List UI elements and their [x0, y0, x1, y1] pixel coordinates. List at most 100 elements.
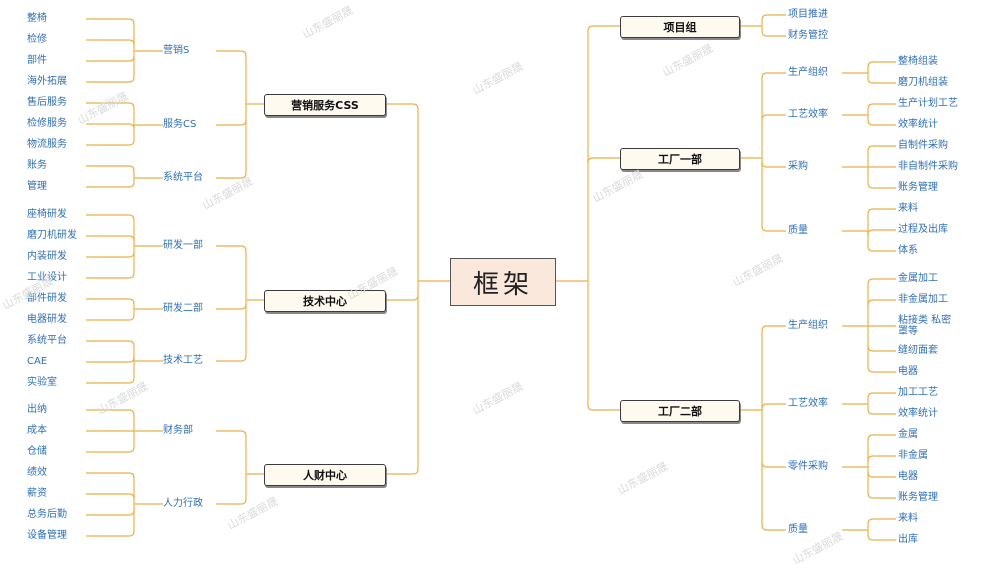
connector — [867, 299, 896, 306]
connector — [867, 518, 896, 525]
leaf[interactable]: 磨刀机研发 — [27, 230, 77, 241]
leaf[interactable]: 电器研发 — [27, 314, 67, 325]
connector — [86, 530, 135, 537]
leaf[interactable]: 物流服务 — [27, 139, 67, 150]
leaf[interactable]: 仓储 — [27, 446, 47, 457]
leaf[interactable]: 加工工艺 — [898, 387, 938, 398]
leaf[interactable]: 效率统计 — [898, 119, 938, 130]
leaf[interactable]: 管理 — [27, 181, 47, 192]
leaf[interactable]: 检修服务 — [27, 118, 67, 129]
leaf[interactable]: 总务后勤 — [27, 509, 67, 520]
node-factory-1[interactable]: 工厂一部 — [620, 148, 740, 170]
connector — [867, 408, 896, 415]
group-tech-process[interactable]: 技术工艺 — [163, 355, 203, 366]
connector — [216, 498, 247, 505]
leaf[interactable]: 售后服务 — [27, 97, 67, 108]
node-marketing-service[interactable]: 营销服务CSS — [264, 94, 386, 116]
leaf[interactable]: 工业设计 — [27, 272, 67, 283]
group-quality[interactable]: 质量 — [788, 225, 808, 236]
leaf[interactable]: 自制件采购 — [898, 140, 948, 151]
connector — [867, 182, 896, 189]
connector — [86, 377, 135, 384]
leaf[interactable]: 金属加工 — [898, 273, 938, 284]
leaf[interactable]: 账务管理 — [898, 492, 938, 503]
group-service-cs[interactable]: 服务CS — [163, 119, 197, 130]
connector — [761, 461, 786, 468]
leaf[interactable]: 金属 — [898, 429, 918, 440]
leaf[interactable]: 账务 — [27, 160, 47, 171]
group-finance[interactable]: 财务部 — [163, 425, 193, 436]
connector — [86, 409, 135, 416]
leaf[interactable]: 效率统计 — [898, 408, 938, 419]
leaf[interactable]: 非自制件采购 — [898, 161, 958, 172]
group-production[interactable]: 生产组织 — [788, 67, 828, 78]
leaf[interactable]: 部件研发 — [27, 293, 67, 304]
group-marketing-s[interactable]: 营销S — [163, 45, 190, 56]
connector — [867, 103, 896, 110]
leaf[interactable]: 电器 — [898, 471, 918, 482]
group-process-efficiency[interactable]: 工艺效率 — [788, 398, 828, 409]
leaf[interactable]: 非金属 — [898, 450, 928, 461]
leaf[interactable]: 过程及出库 — [898, 224, 948, 235]
node-factory-2[interactable]: 工厂二部 — [620, 400, 740, 422]
leaf[interactable]: 生产计划工艺 — [898, 98, 958, 109]
connector — [86, 493, 135, 500]
leaf[interactable]: 海外拓展 — [27, 76, 67, 87]
connector — [867, 77, 896, 84]
leaf[interactable]: 缝纫面套 — [898, 345, 938, 356]
group-rd-2[interactable]: 研发二部 — [163, 303, 203, 314]
leaf[interactable]: 来料 — [898, 203, 918, 214]
leaf[interactable]: 来料 — [898, 513, 918, 524]
root-node[interactable]: 框架 — [450, 258, 556, 306]
leaf[interactable]: 电器 — [898, 366, 918, 377]
leaf[interactable]: 整椅 — [27, 13, 47, 24]
leaf[interactable]: 部件 — [27, 55, 47, 66]
leaf[interactable]: 体系 — [898, 245, 918, 256]
leaf[interactable]: CAE — [27, 356, 48, 367]
leaf[interactable]: 出库 — [898, 534, 918, 545]
connector — [867, 345, 896, 352]
group-process-efficiency[interactable]: 工艺效率 — [788, 109, 828, 120]
leaf[interactable]: 粘接类 私密罩等 — [898, 315, 952, 337]
leaf[interactable]: 内装研发 — [27, 251, 67, 262]
connector — [761, 161, 786, 168]
connector — [216, 355, 247, 362]
leaf[interactable]: 账务管理 — [898, 182, 938, 193]
group-production[interactable]: 生产组织 — [788, 320, 828, 331]
connector — [761, 14, 786, 21]
connector — [86, 298, 135, 305]
connector — [761, 225, 786, 232]
group-hr-admin[interactable]: 人力行政 — [163, 498, 203, 509]
connector — [867, 278, 896, 285]
leaf[interactable]: 磨刀机组装 — [898, 77, 948, 88]
group-rd-1[interactable]: 研发一部 — [163, 240, 203, 251]
connector — [86, 446, 135, 453]
node-hr-finance-center[interactable]: 人财中心 — [264, 464, 386, 486]
connector — [867, 245, 896, 252]
leaf[interactable]: 系统平台 — [27, 335, 67, 346]
connector — [867, 208, 896, 215]
node-tech-center[interactable]: 技术中心 — [264, 290, 386, 312]
connector — [216, 245, 247, 252]
leaf[interactable]: 财务管控 — [788, 30, 828, 41]
node-project-group[interactable]: 项目组 — [620, 16, 740, 38]
leaf[interactable]: 成本 — [27, 425, 47, 436]
leaf[interactable]: 实验室 — [27, 377, 57, 388]
leaf[interactable]: 非金属加工 — [898, 294, 948, 305]
leaf[interactable]: 整椅组装 — [898, 56, 938, 67]
leaf[interactable]: 座椅研发 — [27, 209, 67, 220]
group-parts-purchasing[interactable]: 零件采购 — [788, 461, 828, 472]
group-purchasing[interactable]: 采购 — [788, 161, 808, 172]
group-quality[interactable]: 质量 — [788, 524, 808, 535]
leaf[interactable]: 设备管理 — [27, 530, 67, 541]
leaf[interactable]: 出纳 — [27, 404, 47, 415]
connector — [86, 472, 135, 479]
connector — [86, 76, 135, 83]
connector — [86, 18, 135, 25]
leaf[interactable]: 项目推进 — [788, 9, 828, 20]
leaf[interactable]: 绩效 — [27, 467, 47, 478]
leaf[interactable]: 检修 — [27, 34, 47, 45]
leaf[interactable]: 薪资 — [27, 488, 47, 499]
group-system-platform[interactable]: 系统平台 — [163, 172, 203, 183]
